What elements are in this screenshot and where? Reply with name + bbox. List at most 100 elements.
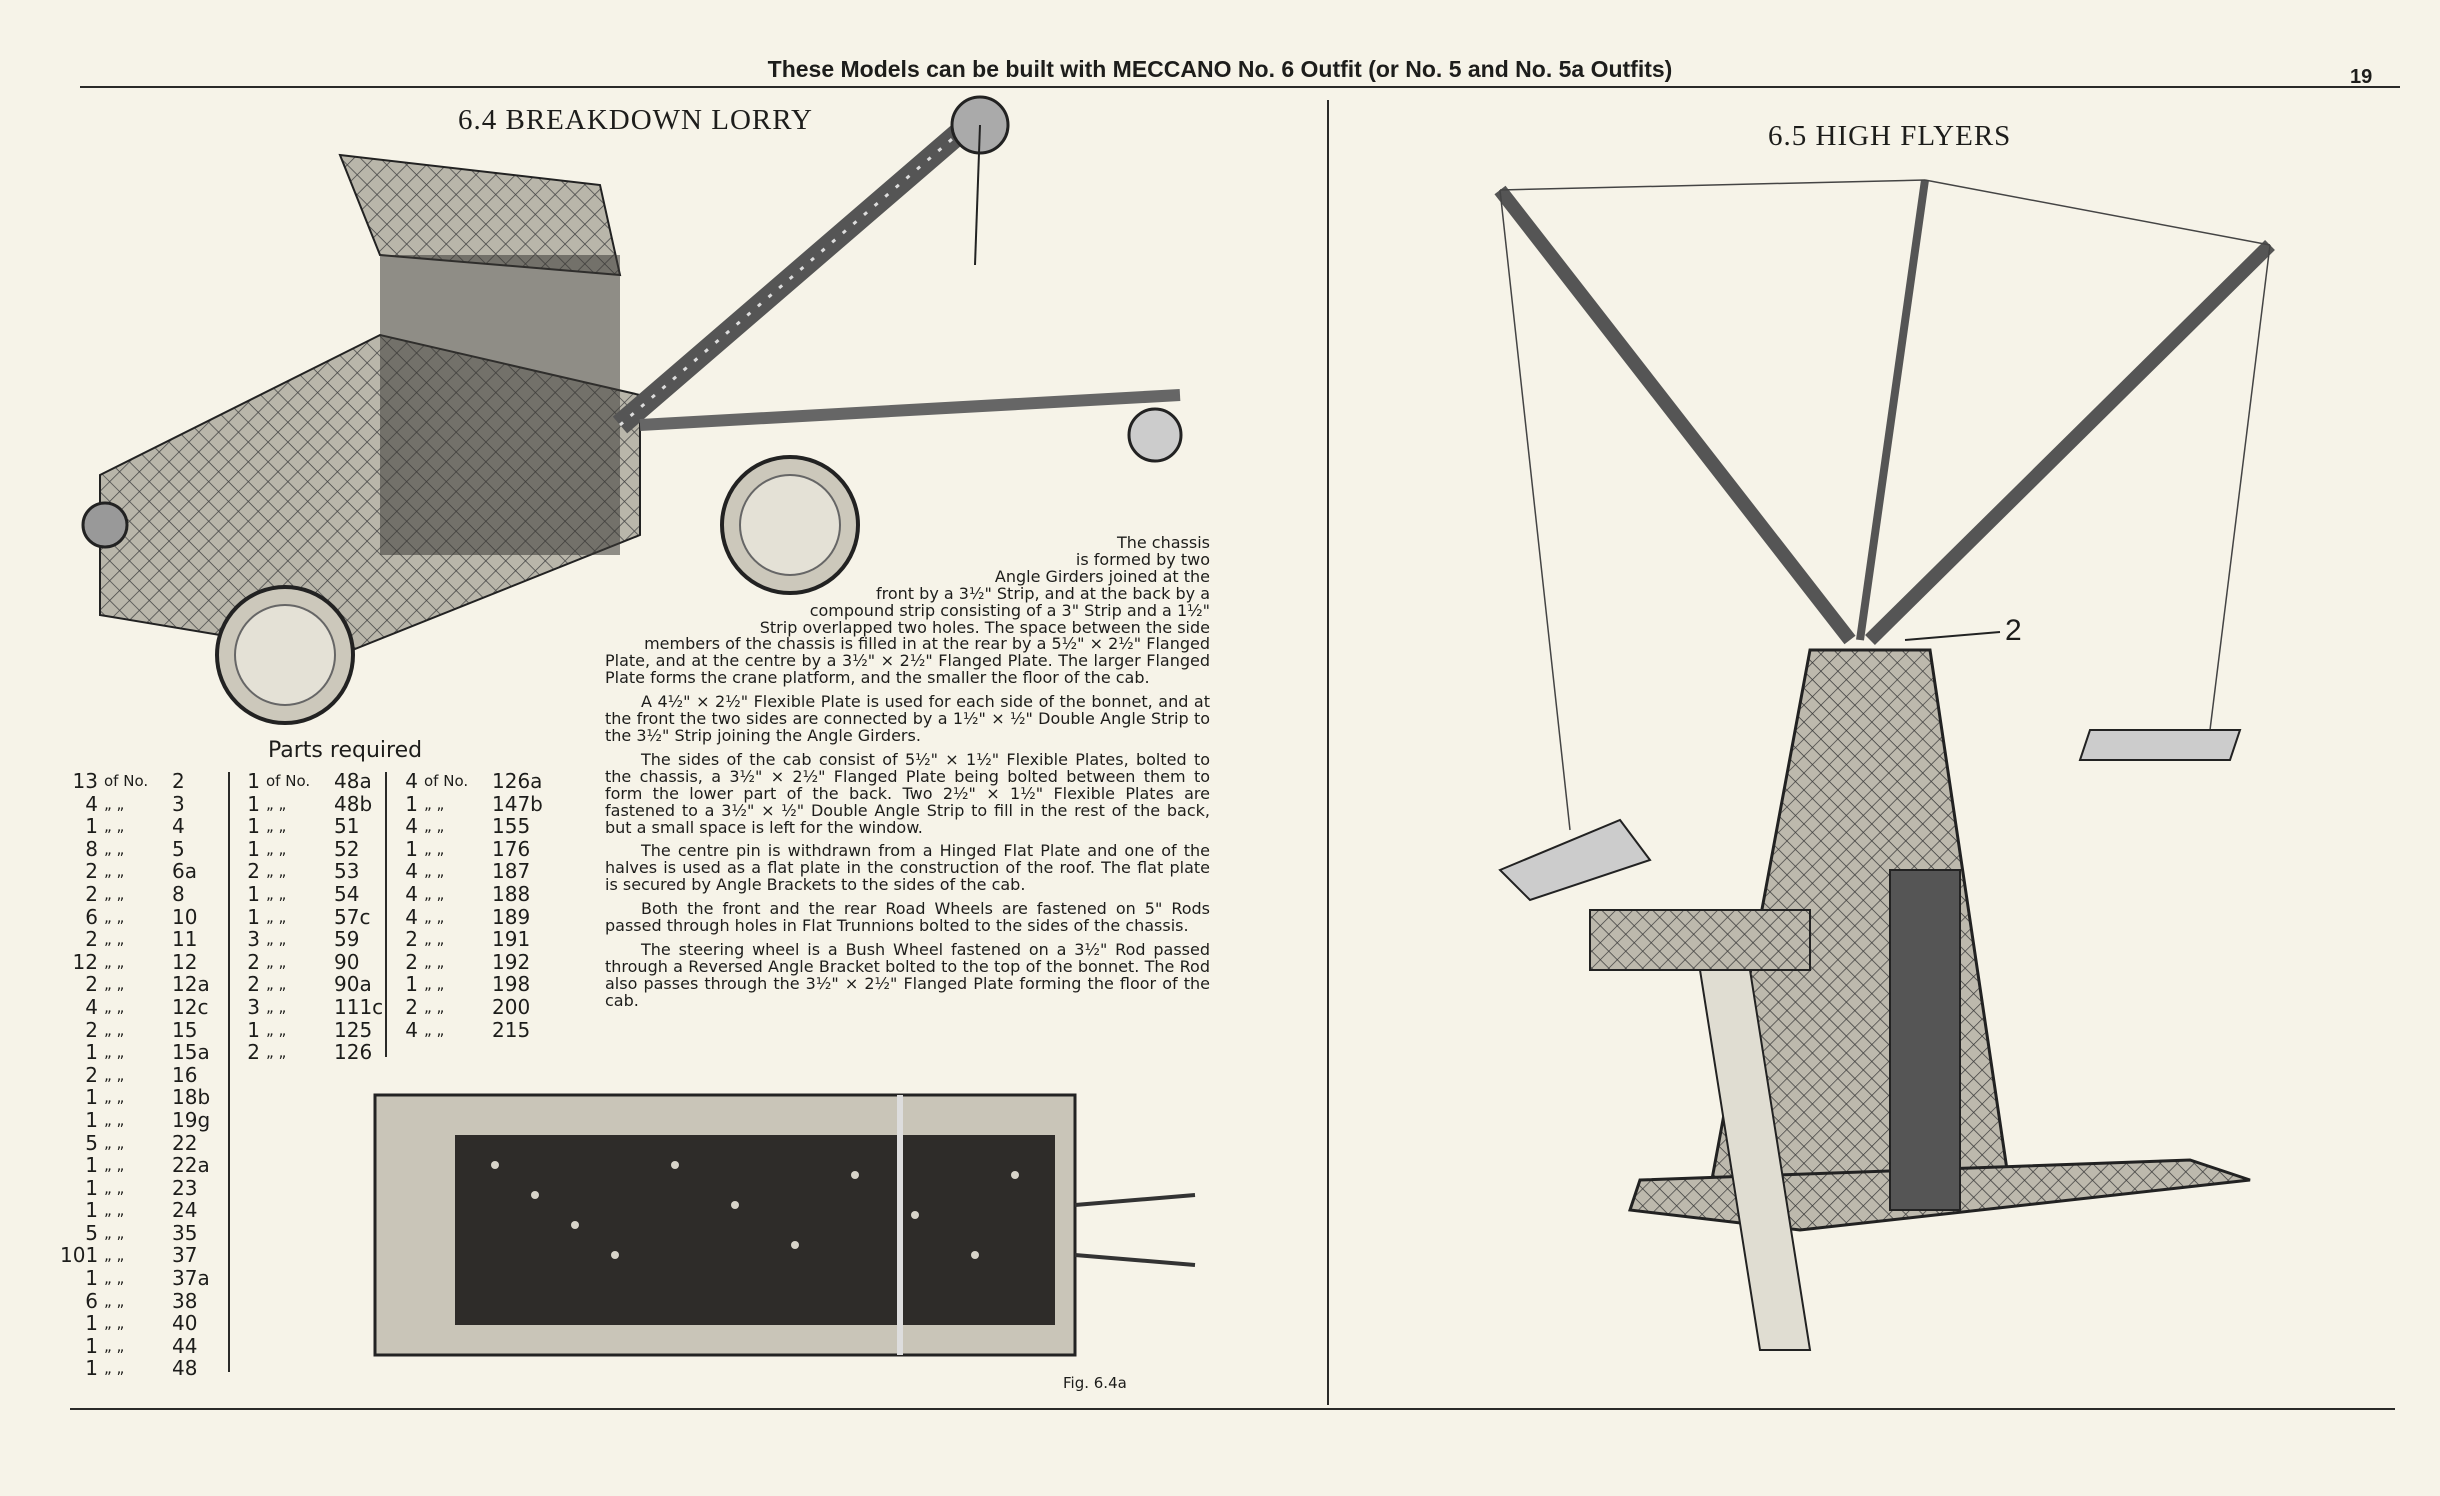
part-quantity: 1 [405, 836, 418, 861]
parts-row: 4„ „155 [380, 815, 544, 838]
parts-row: 4„ „189 [380, 904, 544, 929]
parts-row: 2„ „90a [222, 973, 386, 996]
parts-row: 1„ „125 [222, 1018, 386, 1042]
part-number: 15a [172, 1040, 210, 1065]
parts-row: 1„ „52 [222, 838, 386, 861]
parts-row: 6„ „10 [60, 904, 224, 929]
parts-row: 1 „ „ 147b [380, 791, 544, 816]
parts-row: 3„ „59 [222, 928, 386, 951]
part-quantity: 4 [405, 881, 418, 906]
part-quantity: 1 [85, 1198, 98, 1223]
part-of-no: „ „ [104, 884, 125, 903]
part-of-no: „ „ [424, 997, 445, 1016]
intro-line: compound strip consisting of a 3" Strip … [809, 600, 1210, 620]
intro-line: front by a 3½" Strip, and at the back by… [876, 583, 1210, 603]
part-number: 12a [172, 972, 210, 997]
parts-row: 2„ „200 [380, 996, 544, 1019]
part-number: 12c [172, 994, 209, 1019]
parts-row: 2„ „191 [380, 928, 544, 951]
part-of-no: „ „ [104, 1291, 125, 1310]
part-quantity: 1 [85, 1356, 98, 1381]
part-number: 147b [492, 791, 543, 816]
part-of-no: „ „ [104, 794, 125, 813]
part-of-no: „ „ [104, 1088, 125, 1107]
part-of-no: „ „ [424, 1020, 445, 1039]
part-quantity: 1 [85, 814, 98, 839]
parts-divider [228, 772, 230, 1372]
part-number: 187 [492, 859, 531, 884]
part-quantity: 2 [247, 949, 260, 974]
part-quantity: 1 [247, 881, 260, 906]
part-number: 10 [172, 904, 198, 929]
part-quantity: 2 [85, 1017, 98, 1042]
part-quantity: 1 [405, 791, 418, 816]
part-of-no: „ „ [104, 1110, 125, 1129]
parts-row: 1„ „15a [60, 1041, 224, 1064]
part-number: 23 [172, 1175, 198, 1200]
parts-row: 4„ „188 [380, 883, 544, 906]
part-number: 189 [492, 904, 531, 929]
parts-row: 1„ „22a [60, 1154, 224, 1177]
part-of-no: „ „ [104, 997, 125, 1016]
parts-required-label: Parts required [268, 738, 423, 763]
part-quantity: 1 [85, 1311, 98, 1336]
parts-row: 1„ „40 [60, 1312, 224, 1335]
parts-row: 2„ „6a [60, 860, 224, 883]
part-of-no: „ „ [104, 1178, 125, 1197]
parts-row: 2„ „11 [60, 928, 224, 951]
part-of-no: „ „ [266, 839, 287, 858]
parts-row: 8„ „5 [60, 838, 224, 861]
paragraph: The steering wheel is a Bush Wheel faste… [605, 939, 1210, 1010]
part-number: 15 [172, 1017, 198, 1042]
part-of-no: „ „ [266, 907, 287, 926]
part-number: 48 [172, 1356, 198, 1381]
part-of-no: „ „ [424, 839, 445, 858]
part-quantity: 2 [85, 927, 98, 952]
part-quantity: 5 [85, 1130, 98, 1155]
part-number: 19g [172, 1107, 211, 1132]
intro-line: members of the chassis is filled in at t… [644, 634, 1210, 654]
parts-row: 2„ „192 [380, 951, 544, 974]
part-number: 37 [172, 1243, 198, 1268]
part-number: 53 [334, 859, 360, 884]
part-number: 48b [334, 791, 373, 816]
part-number: 90a [334, 972, 372, 997]
parts-row: 1„ „19g [60, 1109, 224, 1132]
part-number: 11 [172, 927, 198, 952]
parts-row: 1 „ „ 24 [60, 1199, 224, 1222]
part-number: 3 [172, 791, 185, 816]
part-number: 22 [172, 1130, 198, 1155]
part-of-no: „ „ [424, 794, 445, 813]
parts-row: 1„ „48b [222, 791, 386, 816]
part-quantity: 4 [405, 814, 418, 839]
part-of-no: „ „ [104, 1133, 125, 1152]
part-quantity: 6 [85, 1288, 98, 1313]
part-of-no: „ „ [424, 884, 445, 903]
part-of-no: „ „ [266, 952, 287, 971]
part-quantity: 2 [85, 859, 98, 884]
part-quantity: 1 [247, 791, 260, 816]
parts-row: 1„ „44 [60, 1335, 224, 1358]
parts-row: 4„ „215 [380, 1018, 544, 1042]
parts-row: 5 „ „ 22 [60, 1130, 224, 1155]
part-of-no: „ „ [104, 1314, 125, 1333]
part-number: 59 [334, 927, 360, 952]
part-of-no: „ „ [104, 1223, 125, 1242]
paragraph: The centre pin is withdrawn from a Hinge… [605, 841, 1210, 895]
part-number: 126a [492, 769, 543, 793]
part-of-no: „ „ [104, 1359, 125, 1378]
part-number: 24 [172, 1198, 198, 1223]
part-quantity: 2 [247, 1040, 260, 1065]
intro-line: The chassis [1116, 533, 1210, 552]
part-number: 16 [172, 1062, 198, 1087]
part-number: 5 [172, 836, 185, 861]
part-of-no: of No. [424, 772, 469, 790]
part-quantity: 4 [405, 904, 418, 929]
parts-row: 101„ „37 [60, 1244, 224, 1267]
part-of-no: „ „ [104, 1201, 125, 1220]
part-quantity: 2 [405, 994, 418, 1019]
high-flyers-illustration [1494, 179, 2275, 1351]
